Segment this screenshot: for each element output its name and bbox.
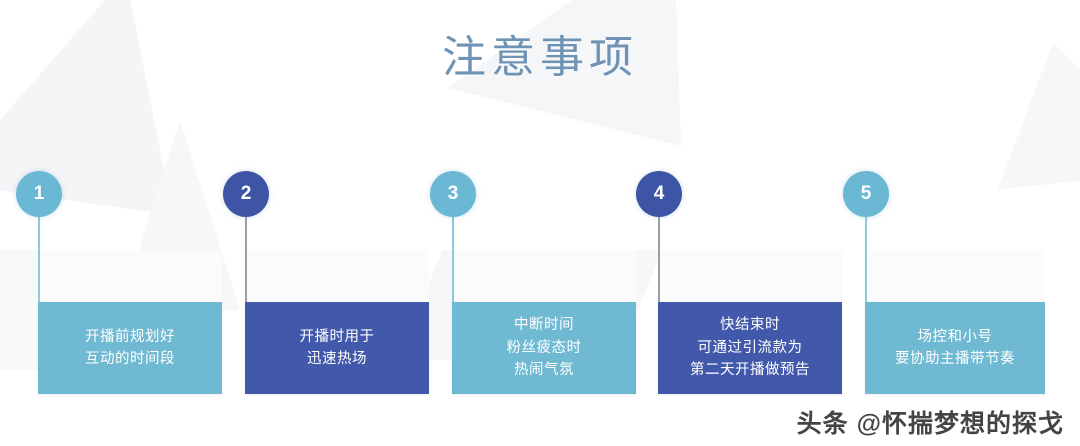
step-box-2[interactable]: 开播时用于 迅速热场 — [245, 302, 429, 394]
step-text-line-4-1: 快结束时 — [720, 317, 780, 334]
step-box-text-2: 开播时用于 迅速热场 — [294, 326, 381, 371]
step-text-line-1-2: 互动的时间段 — [85, 351, 175, 367]
step-band-1 — [38, 250, 222, 304]
step-text-line-2-2: 迅速热场 — [307, 351, 367, 367]
step-box-text-1: 开播前规划好 互动的时间段 — [79, 326, 181, 371]
step-text-line-5-1: 场控和小号 — [917, 328, 993, 345]
step-text-line-3-1: 中断时间 — [514, 317, 574, 334]
step-box-text-4: 快结束时 可通过引流款为 第二天开播做预告 — [684, 314, 816, 381]
step-box-1[interactable]: 开播前规划好 互动的时间段 — [38, 302, 222, 394]
step-column-4: 4 快结束时 可通过引流款为 第二天开播做预告 — [636, 0, 842, 446]
step-text-line-3-3: 热闹气氛 — [514, 362, 574, 379]
step-connector-5 — [865, 216, 867, 304]
step-connector-4 — [658, 216, 660, 304]
step-column-5: 5 场控和小号 要协助主播带节奏 — [843, 0, 1045, 446]
step-number-badge-2[interactable]: 2 — [223, 171, 269, 217]
watermark: 头条 @怀揣梦想的探戈 — [796, 410, 1064, 438]
step-connector-1 — [38, 216, 40, 304]
step-number-badge-3[interactable]: 3 — [430, 171, 476, 217]
step-connector-3 — [452, 216, 454, 304]
step-band-2 — [245, 250, 429, 304]
step-column-2: 2 开播时用于 迅速热场 — [223, 0, 429, 446]
step-band-4 — [658, 250, 842, 304]
step-box-5[interactable]: 场控和小号 要协助主播带节奏 — [865, 302, 1045, 394]
step-column-1: 1 开播前规划好 互动的时间段 — [16, 0, 222, 446]
step-text-line-4-3: 第二天开播做预告 — [690, 362, 810, 379]
step-number-badge-4[interactable]: 4 — [636, 171, 682, 217]
step-text-line-1-1: 开播前规划好 — [85, 328, 175, 345]
step-column-3: 3 中断时间 粉丝疲态时 热闹气氛 — [430, 0, 636, 446]
step-number-badge-5[interactable]: 5 — [843, 171, 889, 217]
step-box-4[interactable]: 快结束时 可通过引流款为 第二天开播做预告 — [658, 302, 842, 394]
step-band-5 — [865, 250, 1045, 304]
step-box-text-3: 中断时间 粉丝疲态时 热闹气氛 — [501, 314, 588, 381]
step-number-badge-1[interactable]: 1 — [16, 171, 62, 217]
step-box-text-5: 场控和小号 要协助主播带节奏 — [889, 326, 1021, 371]
step-text-line-4-2: 可通过引流款为 — [697, 339, 803, 356]
step-band-3 — [452, 250, 636, 304]
step-text-line-3-2: 粉丝疲态时 — [506, 339, 582, 356]
step-box-3[interactable]: 中断时间 粉丝疲态时 热闹气氛 — [452, 302, 636, 394]
step-text-line-2-1: 开播时用于 — [299, 328, 375, 345]
step-connector-2 — [245, 216, 247, 304]
page-title: 注意事项 — [442, 33, 638, 82]
step-text-line-5-2: 要协助主播带节奏 — [895, 351, 1015, 367]
